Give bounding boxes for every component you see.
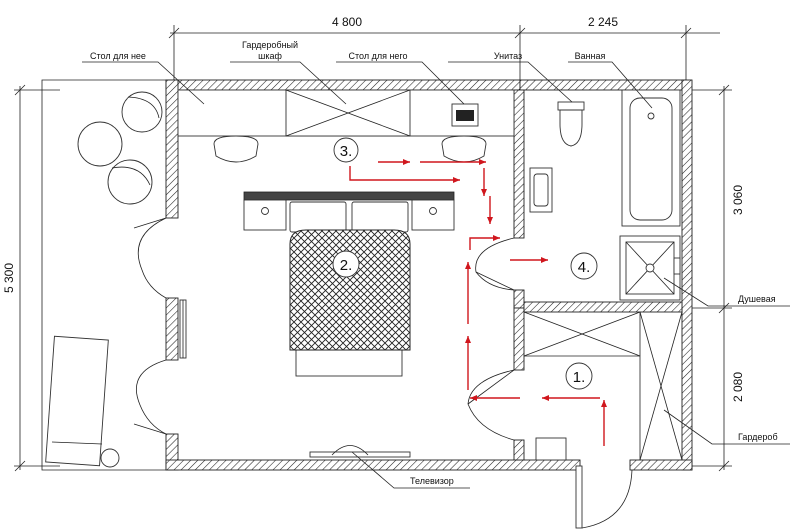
zone-markers bbox=[332, 137, 598, 390]
label-bath: Ванная bbox=[575, 51, 606, 61]
walls bbox=[165, 79, 693, 471]
dimension-left: 5 300 bbox=[2, 263, 16, 293]
callout-leaders bbox=[82, 61, 790, 489]
bathroom-furniture bbox=[529, 89, 681, 301]
dimension-lines bbox=[14, 25, 732, 472]
dimension-top-right: 2 245 bbox=[588, 15, 618, 29]
zone-3: 3. bbox=[340, 143, 353, 160]
label-tv: Телевизор bbox=[410, 476, 454, 486]
balcony bbox=[41, 79, 166, 471]
label-wardrobe-line2: шкаф bbox=[258, 51, 282, 61]
dressing-room-shelving bbox=[523, 311, 683, 461]
dimension-right-lower: 2 080 bbox=[731, 372, 745, 402]
label-desk-his: Стол для него bbox=[348, 51, 407, 61]
zone-2: 2. bbox=[340, 257, 353, 274]
label-dressing: Гардероб bbox=[738, 432, 778, 442]
label-wardrobe-line1: Гардеробный bbox=[242, 40, 298, 50]
balcony-windows bbox=[179, 299, 187, 359]
label-shower: Душевая bbox=[738, 294, 776, 304]
dimension-top-left: 4 800 bbox=[332, 15, 362, 29]
label-toilet: Унитаз bbox=[494, 51, 522, 61]
label-desk-her: Стол для нее bbox=[90, 51, 146, 61]
zone-4: 4. bbox=[578, 259, 591, 276]
dimension-right-upper: 3 060 bbox=[731, 185, 745, 215]
zone-1: 1. bbox=[573, 369, 586, 386]
movement-arrows bbox=[349, 159, 607, 446]
